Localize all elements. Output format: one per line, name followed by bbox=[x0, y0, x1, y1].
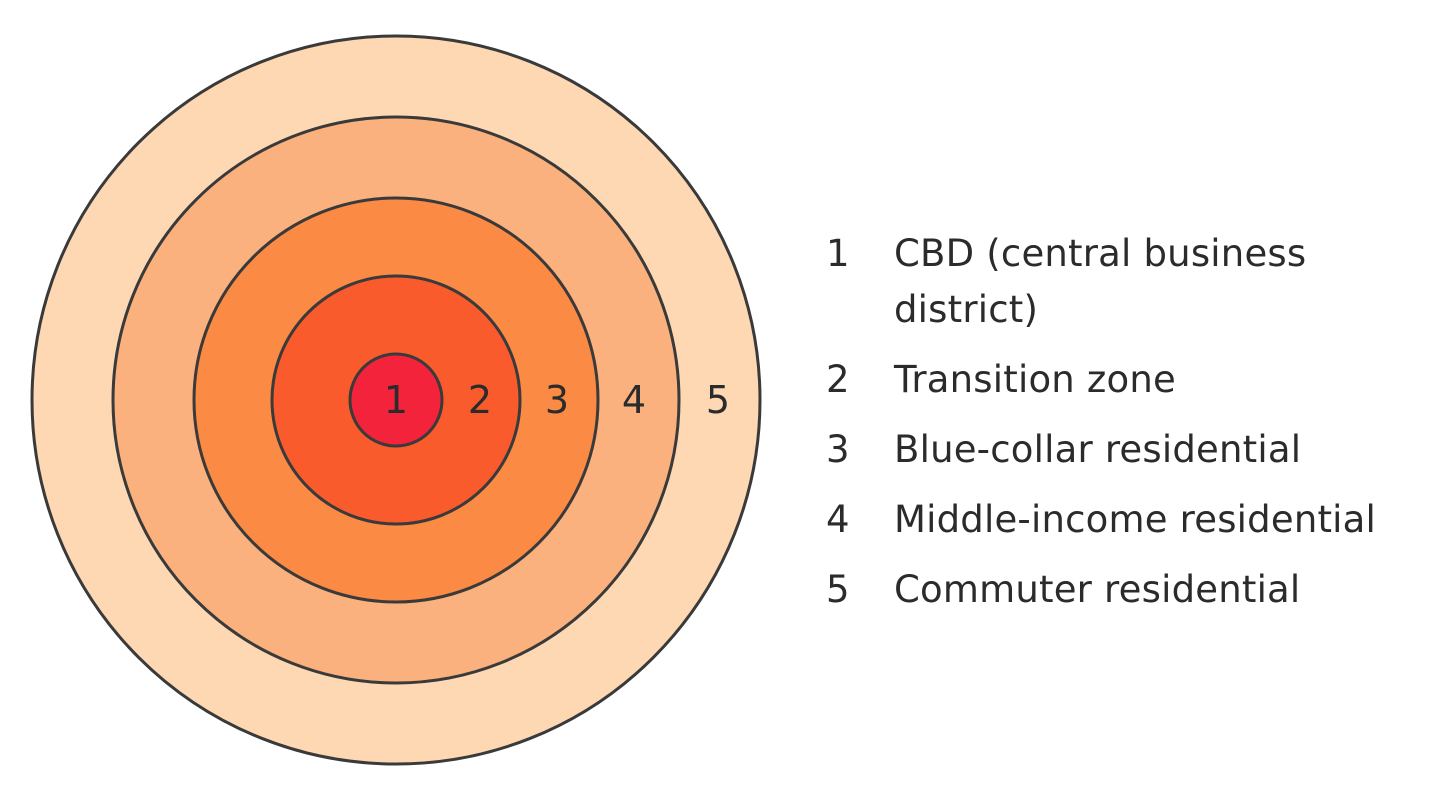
legend-label: CBD (central business district) bbox=[894, 232, 1307, 331]
zone-1-ring bbox=[348, 352, 444, 448]
legend-label: Middle-income residential bbox=[894, 498, 1377, 541]
legend-label: Commuter residential bbox=[894, 568, 1301, 611]
zone-legend: 1 CBD (central business district) 2 Tran… bbox=[826, 226, 1426, 618]
zone-1-number: 1 bbox=[384, 378, 408, 422]
zone-2-number: 2 bbox=[468, 378, 492, 422]
legend-label: Transition zone bbox=[894, 358, 1176, 401]
zone-4-number: 4 bbox=[622, 378, 646, 422]
legend-item-zone-3: 3 Blue-collar residential bbox=[826, 422, 1426, 478]
legend-item-zone-2: 2 Transition zone bbox=[826, 352, 1426, 408]
legend-item-zone-5: 5 Commuter residential bbox=[826, 562, 1426, 618]
zone-3-number: 3 bbox=[545, 378, 569, 422]
legend-number: 5 bbox=[826, 568, 850, 611]
legend-number: 3 bbox=[826, 428, 850, 471]
legend-number: 1 bbox=[826, 232, 850, 275]
legend-number: 2 bbox=[826, 358, 850, 401]
zone-5-number: 5 bbox=[706, 378, 730, 422]
legend-number: 4 bbox=[826, 498, 850, 541]
legend-item-zone-4: 4 Middle-income residential bbox=[826, 492, 1426, 548]
legend-label: Blue-collar residential bbox=[894, 428, 1302, 471]
legend-item-zone-1: 1 CBD (central business district) bbox=[826, 226, 1426, 338]
